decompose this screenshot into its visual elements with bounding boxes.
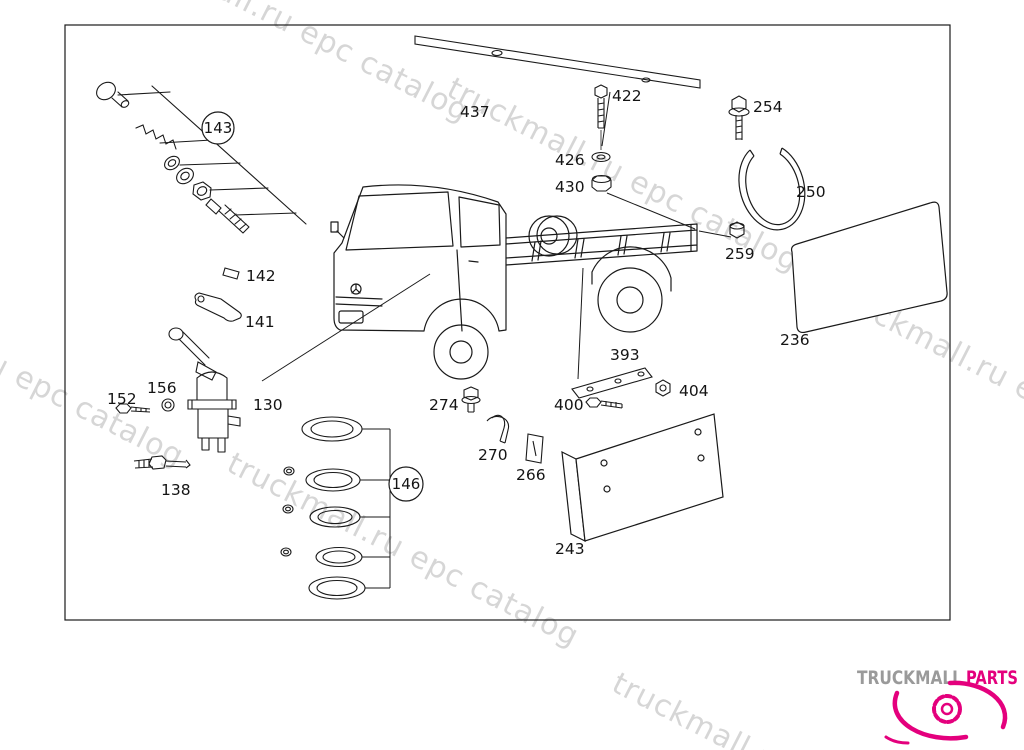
part-143-callout[interactable]: 143 xyxy=(201,111,235,145)
part-400-drawing xyxy=(585,397,623,409)
part-label-259[interactable]: 259 xyxy=(725,245,755,263)
part-259-drawing xyxy=(729,221,745,239)
part-label-430[interactable]: 430 xyxy=(555,178,585,196)
part-130-drawing xyxy=(168,327,241,453)
part-270-drawing xyxy=(486,414,510,444)
part-266-drawing xyxy=(525,433,544,464)
part-437-drawing xyxy=(414,35,701,89)
part-label-254[interactable]: 254 xyxy=(753,98,783,116)
part-146-rings-drawing xyxy=(280,416,391,600)
part-label-274[interactable]: 274 xyxy=(429,396,459,414)
part-274-drawing xyxy=(461,386,481,413)
part-152-drawing xyxy=(115,403,151,414)
part-141-drawing xyxy=(194,292,242,322)
part-label-243[interactable]: 243 xyxy=(555,540,585,558)
part-426-drawing xyxy=(591,151,611,163)
part-422-drawing xyxy=(594,84,608,150)
part-label-141[interactable]: 141 xyxy=(245,313,275,331)
part-label-266[interactable]: 266 xyxy=(516,466,546,484)
part-label-143[interactable]: 143 xyxy=(204,119,233,137)
part-label-400[interactable]: 400 xyxy=(554,396,584,414)
part-142-drawing xyxy=(222,267,240,280)
leader-lines xyxy=(261,91,732,382)
part-156-drawing xyxy=(161,398,175,412)
part-254-drawing xyxy=(728,95,750,140)
diagram-border xyxy=(64,24,951,621)
part-label-422[interactable]: 422 xyxy=(612,87,642,105)
part-143-assembly-drawing xyxy=(96,81,307,234)
part-label-130[interactable]: 130 xyxy=(253,396,283,414)
part-label-270[interactable]: 270 xyxy=(478,446,508,464)
part-146-callout[interactable]: 146 xyxy=(388,466,424,502)
brand-name-truckmall: TRUCKMALL xyxy=(857,667,962,689)
part-label-156[interactable]: 156 xyxy=(147,379,177,397)
part-243-drawing xyxy=(561,413,724,543)
part-404-drawing xyxy=(655,379,671,397)
part-label-404[interactable]: 404 xyxy=(679,382,709,400)
part-label-437[interactable]: 437 xyxy=(460,103,490,121)
part-label-250[interactable]: 250 xyxy=(796,183,826,201)
part-label-393[interactable]: 393 xyxy=(610,346,640,364)
watermark-text: truckmall.ru epc catalog xyxy=(111,0,474,129)
part-label-236[interactable]: 236 xyxy=(780,331,810,349)
logo-swirl-icon xyxy=(884,680,1008,745)
part-label-142[interactable]: 142 xyxy=(246,267,276,285)
part-236-drawing xyxy=(790,201,948,334)
part-label-146[interactable]: 146 xyxy=(392,475,421,493)
part-label-426[interactable]: 426 xyxy=(555,151,585,169)
part-393-drawing xyxy=(571,367,653,399)
part-label-152[interactable]: 152 xyxy=(107,390,137,408)
watermark-text: truckmall.ru epc catalog xyxy=(0,266,190,474)
part-250-drawing xyxy=(738,147,806,231)
brand-logo: TRUCKMALL PARTS xyxy=(857,667,1018,745)
part-430-drawing xyxy=(591,174,612,192)
brand-name-parts: PARTS xyxy=(966,667,1018,689)
part-138-drawing xyxy=(133,455,191,470)
part-label-138[interactable]: 138 xyxy=(161,481,191,499)
truck-drawing xyxy=(330,184,698,380)
